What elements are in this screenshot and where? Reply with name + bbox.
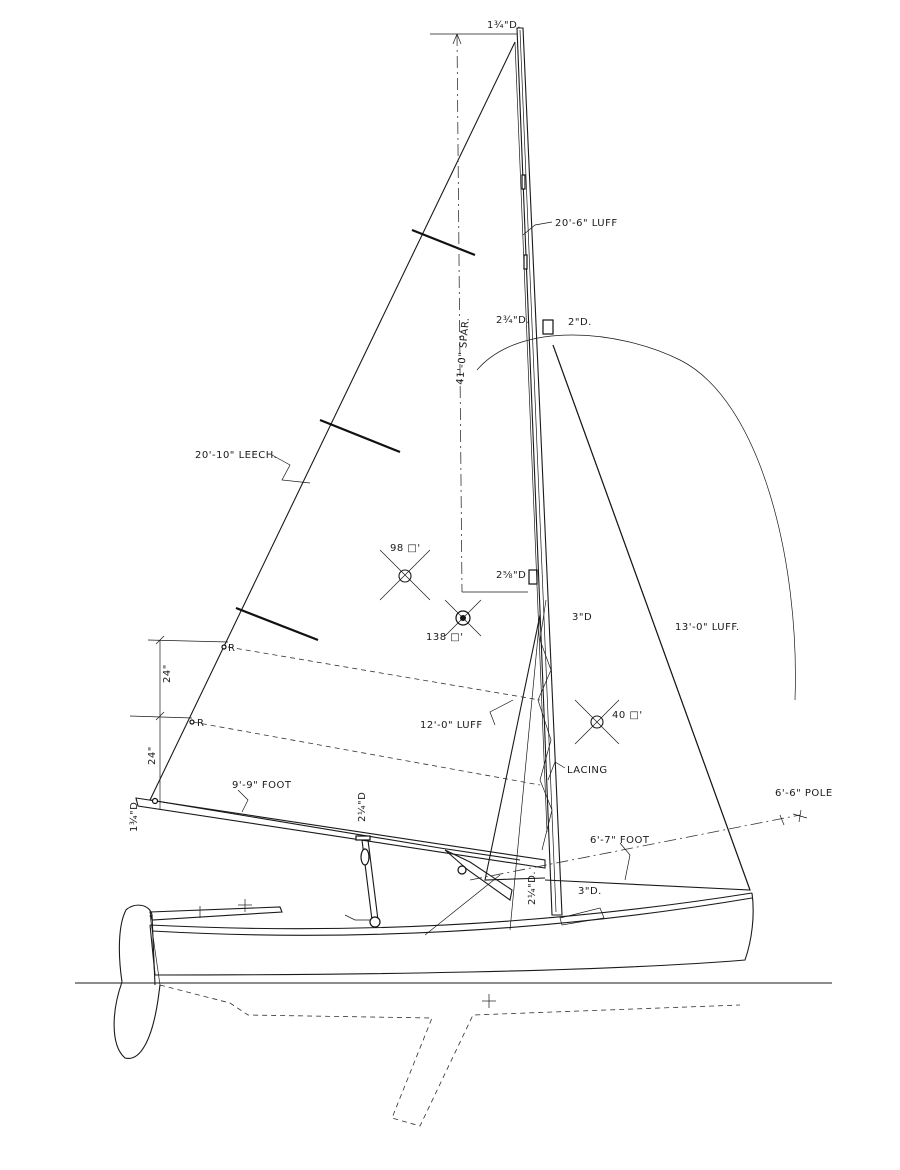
vang-b	[367, 839, 379, 921]
label-mast-2: 2"D.	[568, 317, 592, 328]
hull-rubrail	[151, 897, 753, 936]
pole-tick	[779, 814, 785, 826]
label-reef-24-lower: 24"	[147, 746, 158, 765]
label-area-40: 40 □'	[612, 710, 643, 721]
label-mast-3: 3"D	[572, 612, 592, 623]
lacing	[537, 599, 553, 851]
mast-fitting-mid	[528, 569, 538, 585]
label-mast-2-5-8: 2⅝"D	[496, 570, 526, 581]
boom	[135, 797, 546, 869]
label-spar: 41'-0" SPAR.	[455, 317, 472, 385]
staysail	[484, 614, 546, 881]
centroid-40	[574, 699, 620, 745]
leader-lacing	[547, 761, 566, 781]
batten-2	[319, 418, 401, 454]
label-jib-luff: 13'-0" LUFF.	[675, 622, 740, 633]
label-reef-24-upper: 24"	[162, 664, 173, 683]
label-boom-2-1-4: 2¼"D	[356, 792, 368, 822]
rudder-stock	[149, 914, 161, 986]
jib-swing-arc	[476, 334, 796, 701]
reef-dim-mid	[129, 715, 193, 719]
rudder-head	[118, 904, 156, 986]
mast-fitting-top	[542, 319, 554, 335]
reef-point-1	[221, 644, 227, 650]
leader-foot-main	[237, 789, 249, 813]
leader-luff-12	[489, 699, 514, 726]
label-pole: 6'-6" POLE	[775, 788, 833, 799]
batten-3	[235, 606, 319, 642]
reef-line-1	[227, 646, 541, 701]
label-reef-r1: R	[228, 643, 235, 654]
leader-leech	[271, 454, 311, 484]
label-foot-jib: 6'-7" FOOT	[590, 835, 650, 846]
label-area-98: 98 □'	[390, 543, 421, 554]
label-mast-top: 1¾"D.	[487, 20, 521, 31]
forestay	[552, 344, 751, 891]
hull-profile	[154, 892, 754, 976]
vang-mount	[355, 835, 371, 841]
spar-dim-arrow-top-b	[456, 33, 462, 45]
centerboard-outline	[159, 984, 741, 1127]
reef-dim-tick1	[155, 635, 165, 645]
label-luff-main: 20'-6" LUFF	[555, 218, 618, 229]
label-lacing: LACING	[567, 765, 608, 776]
reef-dim-top	[147, 639, 229, 643]
label-mast-2-3-4: 2¾"D.	[496, 315, 530, 326]
reef-point-2	[189, 719, 195, 725]
reef-line-2	[192, 721, 541, 786]
label-leech: 20'-10" LEECH.	[195, 450, 277, 461]
reef-dim-tick2	[155, 711, 165, 721]
hull-transom	[149, 924, 156, 976]
centroid-98	[379, 549, 431, 601]
label-mast-3-lower: 3"D.	[578, 886, 602, 897]
mainsail	[149, 41, 521, 861]
whisker-pole	[469, 814, 801, 881]
spar-dim-line	[456, 33, 463, 593]
jib-sheet	[424, 874, 501, 936]
leader-luff-main	[522, 221, 553, 236]
coaming	[559, 907, 605, 926]
leader-foot-jib	[619, 842, 631, 881]
mainsail-luff	[514, 41, 548, 833]
pole-end-v	[798, 809, 802, 823]
label-foot-main: 9'-9" FOOT	[232, 780, 292, 791]
tiller	[149, 906, 283, 921]
boom-end-fitting	[151, 797, 159, 805]
batten-1	[411, 228, 476, 257]
label-luff-12: 12'-0" LUFF	[420, 720, 483, 731]
hull-sheer	[149, 892, 753, 930]
mast-track	[519, 29, 557, 913]
mast-fitting-slot1	[521, 174, 526, 190]
vang-block-bottom	[369, 916, 381, 928]
label-area-138: 138 □'	[426, 632, 463, 643]
centroid-138	[444, 599, 482, 637]
rudder-blade	[113, 981, 161, 1059]
mast	[516, 27, 563, 916]
label-mast-2-1-4: 2¼"D.	[526, 871, 538, 905]
spar-dim-arrow-top-a	[452, 33, 458, 45]
gooseneck-block	[457, 865, 467, 875]
staysail-luff	[509, 614, 541, 931]
label-boom-dia: 1¾"D.	[129, 798, 140, 832]
label-reef-r2: R	[197, 718, 204, 729]
leader-vang	[344, 914, 370, 921]
vang-block-top	[360, 848, 370, 866]
